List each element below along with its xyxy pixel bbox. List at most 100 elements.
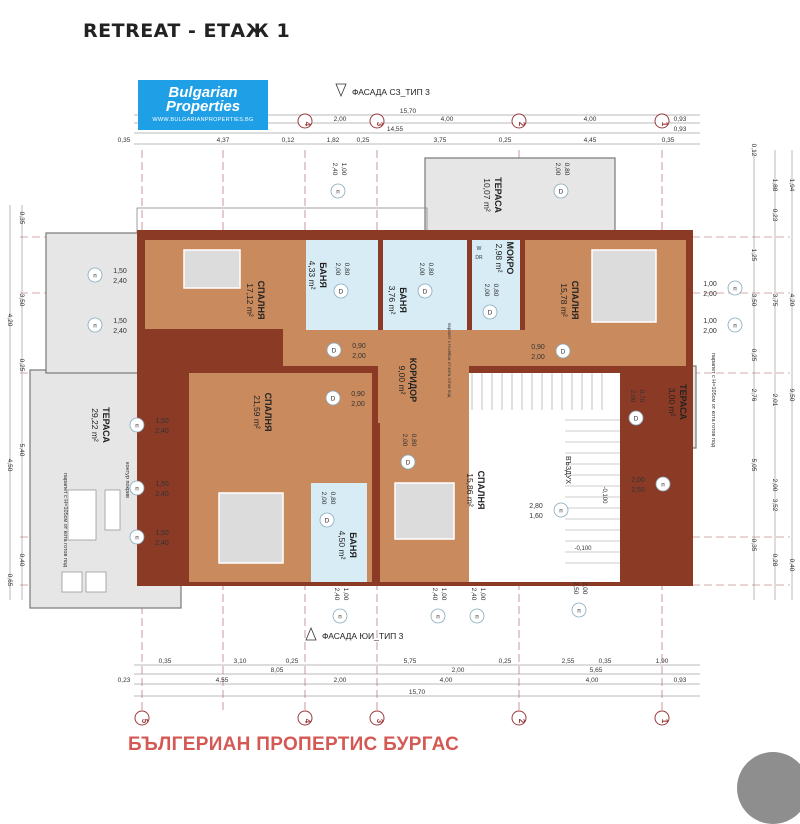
roof-contour-note: контур покрив <box>124 462 130 498</box>
bulgarian-properties-logo[interactable]: Bulgarian Properties WWW.BULGARIANPROPER… <box>138 80 268 130</box>
window-marker-icon <box>87 317 103 333</box>
opening-width: 0,80 <box>343 263 350 276</box>
window-marker-icon <box>430 608 446 624</box>
roof-contour <box>136 207 428 233</box>
opening-type: D <box>559 189 564 196</box>
opening-height: 2,40 <box>331 163 338 176</box>
opening-type: п <box>93 323 97 330</box>
room-area: 21,59 m² <box>252 395 262 429</box>
room-name: ТЕРАСА <box>101 407 111 443</box>
room-area: 9,00 m² <box>397 366 407 395</box>
opening-type: п <box>661 482 665 489</box>
opening-height: 2,40 <box>155 540 169 547</box>
door-marker-icon <box>628 410 644 426</box>
parapet-note: парапет с H=105см от кота готов под <box>710 353 716 448</box>
dimension-label: 0,93 <box>674 116 687 123</box>
axis-label: 2 <box>517 719 526 724</box>
opening-width: 1,00 <box>703 281 717 288</box>
dimension-label: 5,40 <box>18 444 25 457</box>
dimension-label: 4,50 <box>6 459 13 472</box>
terrace-west-upper <box>45 232 139 374</box>
dimension-label: 1,25 <box>750 249 757 262</box>
dimension-label: 2,00 <box>334 677 347 684</box>
dimension-label: 5,75 <box>404 658 417 665</box>
opening-width: 0,80 <box>329 492 336 505</box>
axis-marker-icon <box>369 113 385 129</box>
air-label: ВЪЗДУХ <box>564 456 571 484</box>
axis-label: 1 <box>660 122 669 127</box>
room-name: СПАЛНЯ <box>570 281 580 320</box>
opening-type: п <box>135 423 139 430</box>
dimension-label: 1,90 <box>656 658 669 665</box>
bed <box>591 249 657 323</box>
opening-width: 1,50 <box>155 530 169 537</box>
opening-height: 2,00 <box>351 401 365 408</box>
dimension-label: 4,00 <box>441 116 454 123</box>
dimension-label: 4,00 <box>584 116 597 123</box>
closet-floor <box>283 240 306 330</box>
logo-line2: Properties <box>165 98 241 115</box>
dimension-label: 0,35 <box>750 539 757 552</box>
opening-width: 2,80 <box>529 503 543 510</box>
room-name: МОКРО <box>505 242 515 275</box>
dimension-label: 0,35 <box>118 137 131 144</box>
dimension-label: 0,23 <box>118 677 131 684</box>
room-name: БАНЯ <box>348 532 358 558</box>
dimension-label: 2,00 <box>334 116 347 123</box>
room-area: 4,50 m² <box>337 531 347 560</box>
opening-height: 2,00 <box>483 284 490 297</box>
room-area: 15,78 m² <box>559 283 569 317</box>
opening-width: 2,00 <box>631 477 645 484</box>
axis-label: 2 <box>517 122 526 127</box>
axis-label: 3 <box>375 122 384 127</box>
room-area: 3,00 m² <box>667 388 677 417</box>
opening-height: 1,60 <box>529 513 543 520</box>
opening-height: 2,40 <box>155 428 169 435</box>
window-marker-icon <box>87 267 103 283</box>
opening-type: D <box>406 460 411 467</box>
dimension-label: 4,37 <box>217 137 230 144</box>
dimension-label: 15,70 <box>409 689 426 696</box>
opening-width: 0,80 <box>410 434 417 447</box>
window-marker-icon <box>332 608 348 624</box>
opening-type: п <box>93 273 97 280</box>
dimension-label: 0,35 <box>159 658 172 665</box>
dimension-label: 0,40 <box>18 554 25 567</box>
axis-label: 4 <box>303 719 312 724</box>
door-marker-icon <box>553 183 569 199</box>
dimension-label: 3,50 <box>750 294 757 307</box>
opening-type: п <box>135 486 139 493</box>
opening-height: 2,50 <box>572 582 579 595</box>
window-marker-icon <box>129 480 145 496</box>
dimension-label: 0,35 <box>662 137 675 144</box>
opening-width: 1,00 <box>440 588 447 601</box>
dimension-label: 0,12 <box>282 137 295 144</box>
terrace-furniture <box>104 489 121 531</box>
opening-type: п <box>336 189 340 196</box>
dimension-label: 3,75 <box>434 137 447 144</box>
window-marker-icon <box>571 602 587 618</box>
opening-width: 2,00 <box>581 582 588 595</box>
terrace-furniture <box>85 571 107 593</box>
room-area: 10,07 m² <box>482 178 492 212</box>
level-mark: -0,100 <box>601 486 607 504</box>
opening-width: 1,50 <box>155 481 169 488</box>
opening-height: 2,40 <box>431 588 438 601</box>
level-mark: -0,100 <box>574 546 592 552</box>
parapet-note: парапет с H=90см от кота готов под <box>447 323 452 398</box>
dimension-label: 3,75 <box>771 294 778 307</box>
facade-marker-icon <box>335 83 347 98</box>
opening-width: 0,90 <box>531 344 545 351</box>
room-area: 17,12 m² <box>245 283 255 317</box>
opening-type: п <box>436 614 440 621</box>
opening-width: 0,90 <box>352 343 366 350</box>
dimension-label: 8,05 <box>271 667 284 674</box>
closet-dr-label: DR <box>475 255 483 261</box>
dimension-label: 0,23 <box>771 209 778 222</box>
opening-height: 2,40 <box>155 491 169 498</box>
terrace-furniture <box>67 489 97 541</box>
door-marker-icon <box>319 512 335 528</box>
opening-width: 0,80 <box>492 284 499 297</box>
opening-type: D <box>561 349 566 356</box>
